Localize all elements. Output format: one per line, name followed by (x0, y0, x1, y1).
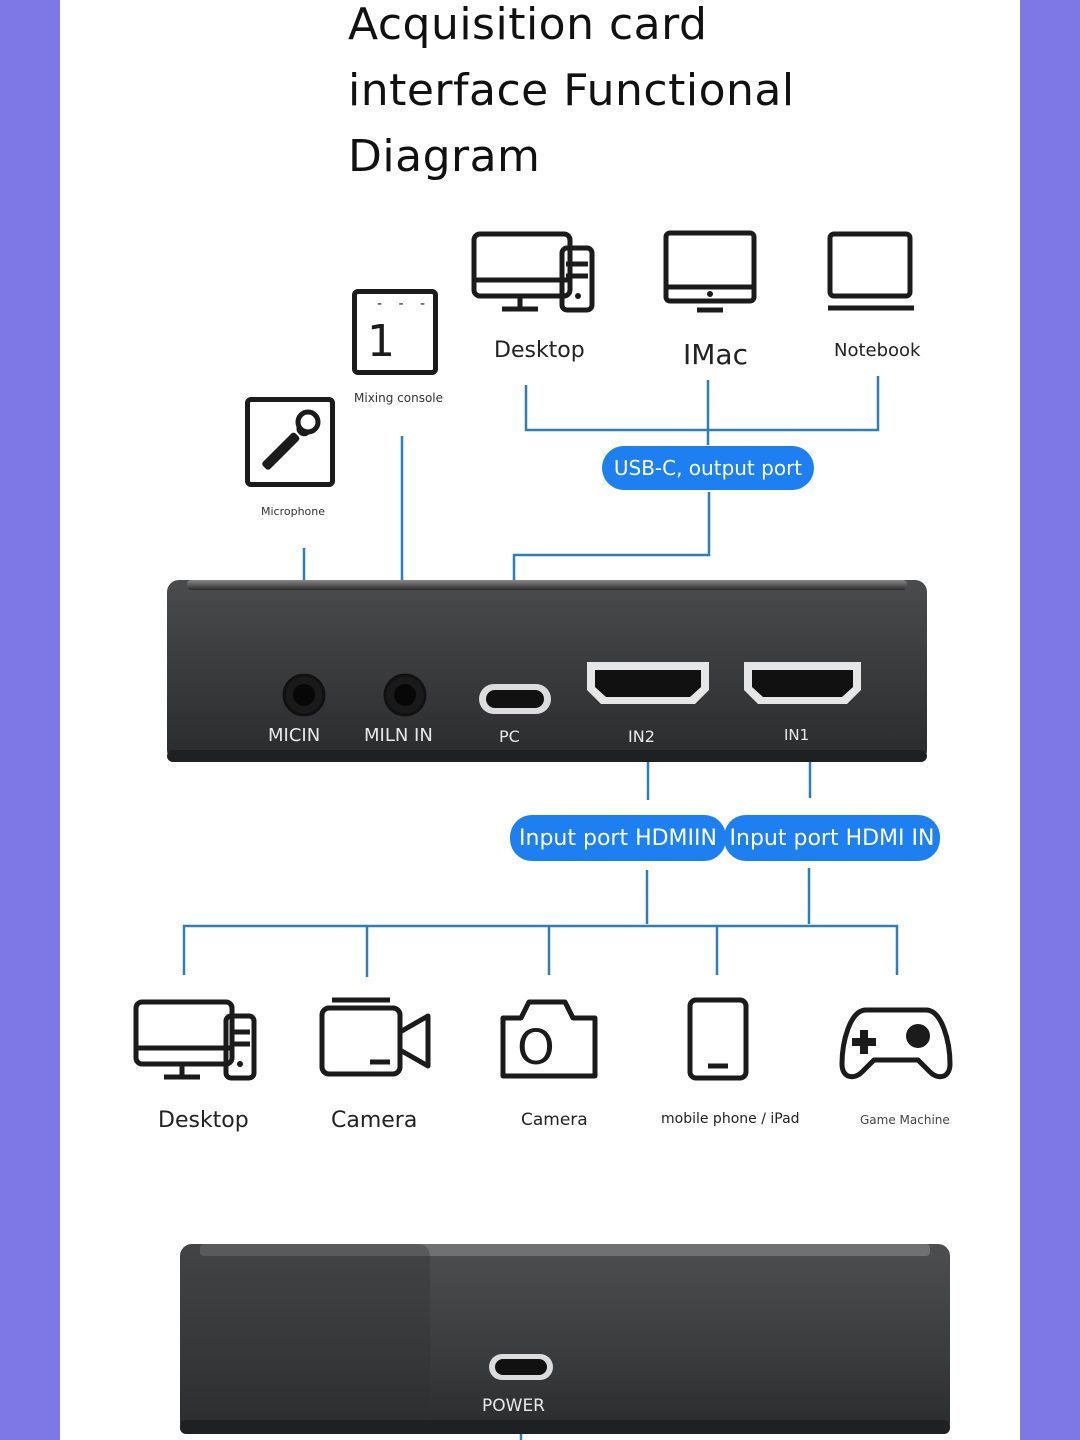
notebook-icon (827, 231, 914, 311)
output-bracket-line (524, 376, 880, 432)
input-bracket-line (182, 924, 899, 975)
game-controller-icon (839, 1007, 953, 1080)
input-camera-photo-label: Camera (521, 1110, 588, 1130)
page-title: Acquisition card interface Functional Di… (348, 0, 868, 190)
output-desktop-label: Desktop (494, 338, 585, 363)
capture-card-back (180, 1244, 950, 1434)
input-camera-video-label: Camera (331, 1108, 418, 1133)
title-line-2: interface Functional (348, 65, 795, 116)
input-game-label: Game Machine (860, 1113, 950, 1127)
mixing-console-label: Mixing console (354, 391, 444, 405)
title-line-3: Diagram (348, 131, 541, 182)
input-desktop-label: Desktop (158, 1108, 249, 1133)
in2-port-label: IN2 (628, 727, 655, 746)
power-port-label: POWER (482, 1396, 545, 1416)
microphone-glyph (262, 409, 321, 470)
desktop-icon (471, 231, 595, 313)
imac-icon (663, 230, 757, 313)
mixing-console-digit: 1 (367, 316, 395, 367)
left-frame (0, 0, 60, 1440)
hdmi-in1-pill: Input port HDMI IN (724, 815, 940, 861)
usb-output-pill: USB-C, output port (602, 446, 814, 490)
line-in-port-label: MILN IN (364, 725, 433, 746)
title-line-1: Acquisition card (348, 0, 708, 50)
mixing-console-dots: - - - (377, 296, 432, 312)
output-notebook-label: Notebook (834, 340, 921, 361)
microphone-label: Microphone (261, 505, 326, 518)
pc-port-label: PC (499, 727, 520, 746)
capture-card-front (167, 580, 927, 762)
hdmi-in2-pill: Input port HDMIIN (510, 815, 726, 861)
mic-in-port-label: MICIN (268, 725, 321, 746)
input-desktop-icon (133, 999, 257, 1081)
right-frame (1020, 0, 1080, 1440)
microphone-icon (245, 397, 335, 487)
mixing-console-icon: - - - 1 (352, 289, 438, 375)
input-mobile-label: mobile phone / iPad (661, 1111, 800, 1127)
photo-camera-glyph: O (517, 1020, 555, 1076)
mobile-phone-icon (687, 997, 749, 1081)
photo-camera-icon (500, 999, 598, 1079)
output-imac-label: IMac (683, 338, 748, 371)
video-camera-icon (319, 997, 431, 1077)
in1-port-label: IN1 (784, 726, 810, 744)
